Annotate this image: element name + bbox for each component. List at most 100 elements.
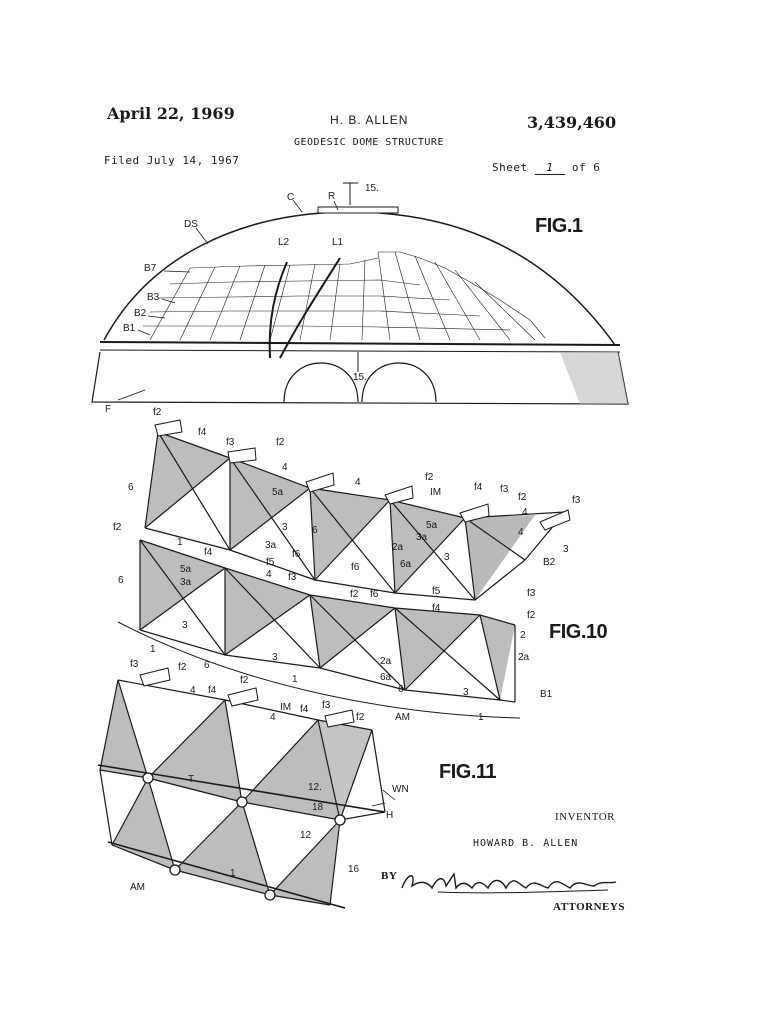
fig1-label-c: C [287, 192, 294, 203]
inventor-caption: INVENTOR [555, 811, 616, 823]
fig10-label-2a-b: 2a [518, 652, 530, 663]
fig10-label-f4-b: f4 [474, 482, 483, 493]
fig10-label-6a-b: 6a [380, 672, 392, 683]
sheet-suffix: of 6 [571, 161, 601, 174]
fig11-label-h: H [386, 810, 393, 821]
line-l1 [279, 257, 341, 359]
fig11-label-4-b: 4 [270, 712, 276, 723]
fig10-label-6: 6 [128, 482, 134, 493]
fig10-label-3a-c: 3a [265, 540, 277, 551]
fig10-label-2a: 2a [392, 542, 404, 553]
fig10-label-3a-b: 3a [180, 577, 192, 588]
fig10-label-b1: B1 [540, 689, 553, 700]
fig10-label-5a-c: 5a [180, 564, 192, 575]
fig10-label-4: 4 [282, 462, 288, 473]
fig10-label-f2-d: f2 [518, 492, 527, 503]
fig10-label-1-d: 1 [478, 712, 484, 723]
fig10-label-4-c: 4 [522, 507, 528, 518]
fig10-label-f2: f2 [153, 407, 162, 418]
fig1-label-b7: B7 [144, 263, 157, 274]
fig10-label-6-e: 6 [398, 684, 404, 695]
fig10-label-am: AM [395, 712, 410, 723]
fig1-label-f: F [105, 404, 111, 415]
fig11-label-f3-b: f3 [322, 700, 331, 711]
fig1-label-l1: L1 [332, 237, 344, 248]
attorney-signature [401, 872, 617, 894]
fig10-label-3-f: 3 [463, 687, 469, 698]
fig11-label-t: T [188, 774, 194, 785]
fig10-label-1: 1 [177, 537, 183, 548]
fig10-label-6-d: 6 [204, 660, 210, 671]
fig10-label-f3-b: f3 [500, 484, 509, 495]
dome-base-band [99, 341, 621, 346]
fig10-label-5a: 5a [272, 487, 284, 498]
fig10-label-f3: f3 [226, 437, 235, 448]
fig10-label-3a: 3a [416, 532, 428, 543]
fig10-label-f6-c: f6 [370, 589, 379, 600]
fig10-title: FIG.10 [549, 621, 608, 643]
fig10-label-f4-d: f4 [432, 603, 441, 614]
fig1-label-r: R [328, 191, 335, 202]
tension-line-am [107, 841, 346, 909]
inventor-full-name: HOWARD B. ALLEN [473, 838, 579, 849]
fig10-label-3-b: 3 [444, 552, 450, 563]
fig10-label-1-c: 1 [292, 674, 298, 685]
fig10-label-f2-b: f2 [276, 437, 285, 448]
fig10-label-f4: f4 [198, 427, 207, 438]
fig1-label-15-bottom: 15. [353, 372, 367, 383]
fig11-hub-nodes [142, 772, 346, 901]
fig1-title: FIG.1 [535, 215, 583, 237]
fig10-label-4-e: 4 [266, 569, 272, 580]
fig10-label-6a: 6a [400, 559, 412, 570]
fig11-label-1: 1 [230, 868, 236, 879]
fig11-label-f4: f4 [208, 685, 217, 696]
line-l2 [268, 261, 288, 359]
fig1-drawing: C R 15. DS L2 L1 B7 B3 B2 B1 15. F [91, 182, 629, 415]
fig11-label-im: IM [280, 702, 291, 713]
fig10-label-f3-e: f3 [527, 588, 536, 599]
fig10-label-2a-c: 2a [380, 656, 392, 667]
fig10-label-6-b: 6 [312, 525, 318, 536]
fig10-label-3-e: 3 [272, 652, 278, 663]
fig10-label-f5: f5 [266, 557, 275, 568]
sheet-number: 1 [534, 161, 565, 175]
fig10-label-f5-b: f5 [432, 586, 441, 597]
fig10-upper-row [144, 419, 571, 601]
fig11-label-f2: f2 [178, 662, 187, 673]
fig11-label-wn: WN [392, 784, 409, 795]
patent-number: 3,439,460 [527, 113, 617, 132]
fig11-label-12a: 12. [308, 782, 322, 793]
fig10-label-3-d: 3 [182, 620, 188, 631]
fig10-label-6-c: 6 [118, 575, 124, 586]
fig1-label-15-top: 15. [365, 183, 379, 194]
patent-date: April 22, 1969 [107, 104, 235, 123]
fig10-label-im: IM [430, 487, 441, 498]
dome-crown [317, 206, 399, 214]
sheet-indicator: Sheet 1 of 6 [492, 161, 600, 175]
fig1-label-ds: DS [184, 219, 198, 230]
fig1-label-b2: B2 [134, 308, 147, 319]
fig11-label-18: 18 [312, 802, 324, 813]
fig11-truss [97, 667, 396, 909]
fig10-label-3: 3 [282, 522, 288, 533]
fig11-label-f2-c: f2 [356, 712, 365, 723]
fig10-label-f2-g: f2 [527, 610, 536, 621]
fig10-label-f3-c: f3 [572, 495, 581, 506]
fig10-label-5a-b: 5a [426, 520, 438, 531]
filed-date: Filed July 14, 1967 [104, 154, 240, 167]
fig11-label-f3: f3 [130, 659, 139, 670]
fig10-label-1-b: 1 [150, 644, 156, 655]
sheet-prefix: Sheet [492, 161, 528, 174]
fig11-label-4: 4 [190, 685, 196, 696]
fig10-label-4-b: 4 [355, 477, 361, 488]
fig1-label-b3: B3 [147, 292, 160, 303]
fig11-drawing: f3 f2 4 f2 f4 4 IM f4 f3 f2 T 12. 12 18 … [97, 659, 409, 909]
fig10-label-f6: f6 [292, 549, 301, 560]
fig10-label-f2-c: f2 [425, 472, 434, 483]
fig10-drawing: f2 f4 f3 f2 4 6 5a 4 f2 IM f4 f3 f2 f3 4… [113, 407, 581, 723]
dome-lattice-grid [143, 251, 546, 341]
fig10-label-4-d: 4 [518, 527, 524, 538]
fig10-label-f3-d: f3 [288, 572, 297, 583]
patent-title: GEODESIC DOME STRUCTURE [294, 137, 444, 148]
fig11-label-am: AM [130, 882, 145, 893]
